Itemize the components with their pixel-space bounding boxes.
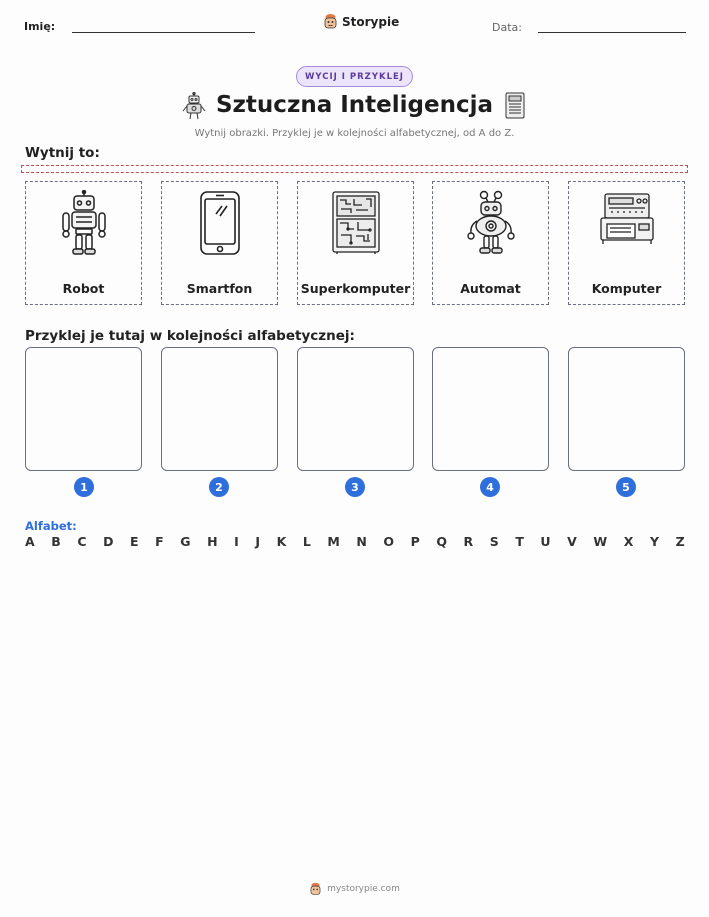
storypie-mascot-icon xyxy=(324,14,337,29)
alphabet-letter: Y xyxy=(649,534,659,549)
activity-badge: WYCIJ I PRZYKLEJ xyxy=(296,66,413,87)
alphabet-letter: T xyxy=(515,534,524,549)
computer-icon xyxy=(600,193,654,244)
alphabet-letter: D xyxy=(103,534,114,549)
alphabet-letter: U xyxy=(540,534,551,549)
alphabet-letter: O xyxy=(383,534,395,549)
card-label: Automat xyxy=(460,281,521,296)
alphabet-letter: B xyxy=(51,534,61,549)
alphabet-letter: A xyxy=(25,534,35,549)
footer-link[interactable]: mystorypie.com xyxy=(327,884,400,894)
supercomputer-icon xyxy=(332,191,380,254)
date-label: Data: xyxy=(492,21,522,34)
alphabet-letter: S xyxy=(489,534,499,549)
alphabet-letter: F xyxy=(155,534,164,549)
paste-slot-2[interactable] xyxy=(161,347,278,471)
alphabet-letter: C xyxy=(77,534,87,549)
slot-number-badge: 5 xyxy=(616,477,636,497)
storypie-logo: Storypie xyxy=(323,13,399,30)
alphabet-label: Alfabet: xyxy=(25,519,77,533)
cut-card-automat[interactable]: Automat xyxy=(432,181,549,305)
automaton-icon xyxy=(467,190,515,254)
card-label: Smartfon xyxy=(186,281,253,296)
slot-number-badge: 4 xyxy=(480,477,500,497)
alphabet-letter: H xyxy=(207,534,218,549)
robot-icon xyxy=(62,190,106,255)
paste-heading: Przyklej je tutaj w kolejności alfabetyc… xyxy=(25,328,355,344)
cut-line xyxy=(21,165,688,173)
alphabet-letter: G xyxy=(180,534,191,549)
slot-number-badge: 1 xyxy=(74,477,94,497)
cut-heading: Wytnij to: xyxy=(25,145,100,161)
cut-card-komputer[interactable]: Komputer xyxy=(568,181,685,305)
card-label: Robot xyxy=(62,281,105,296)
alphabet-letter: K xyxy=(276,534,287,549)
alphabet-letter: J xyxy=(255,534,260,549)
smartphone-icon xyxy=(200,191,240,255)
alphabet-letter: R xyxy=(463,534,474,549)
robot-title-icon xyxy=(182,92,206,120)
paste-slot-3[interactable] xyxy=(297,347,414,471)
card-label: Superkomputer xyxy=(300,281,411,296)
alphabet-letter: V xyxy=(567,534,577,549)
slot-number-badge: 3 xyxy=(345,477,365,497)
name-field-line[interactable] xyxy=(72,32,255,33)
paste-slot-5[interactable] xyxy=(568,347,685,471)
alphabet-letter: W xyxy=(593,534,608,549)
paste-slot-1[interactable] xyxy=(25,347,142,471)
alphabet-letter: I xyxy=(234,534,239,549)
alphabet-letter: P xyxy=(410,534,420,549)
logo-text: Storypie xyxy=(342,14,400,29)
supercomputer-title-icon xyxy=(505,92,525,119)
cut-card-robot[interactable]: Robot xyxy=(25,181,142,305)
alphabet-letter: L xyxy=(302,534,311,549)
cut-card-smartfon[interactable]: Smartfon xyxy=(161,181,278,305)
alphabet-letter: X xyxy=(623,534,634,549)
paste-slot-4[interactable] xyxy=(432,347,549,471)
storypie-mascot-icon xyxy=(310,882,321,895)
name-label: Imię: xyxy=(24,20,56,33)
alphabet-letter: Q xyxy=(436,534,447,549)
page-title: Sztuczna Inteligencja xyxy=(215,92,493,118)
cut-card-superkomputer[interactable]: Superkomputer xyxy=(297,181,414,305)
alphabet-letter: M xyxy=(327,534,340,549)
alphabet-letter: N xyxy=(356,534,367,549)
slot-number-badge: 2 xyxy=(209,477,229,497)
date-field-line[interactable] xyxy=(538,32,686,33)
alphabet-row: A B C D E F G H I J K L M N O P Q R S T … xyxy=(25,534,685,549)
alphabet-letter: E xyxy=(130,534,139,549)
footer: mystorypie.com xyxy=(0,882,709,896)
instructions: Wytnij obrazki. Przyklej je w kolejności… xyxy=(194,128,515,139)
card-label: Komputer xyxy=(591,281,662,296)
alphabet-letter: Z xyxy=(675,534,685,549)
